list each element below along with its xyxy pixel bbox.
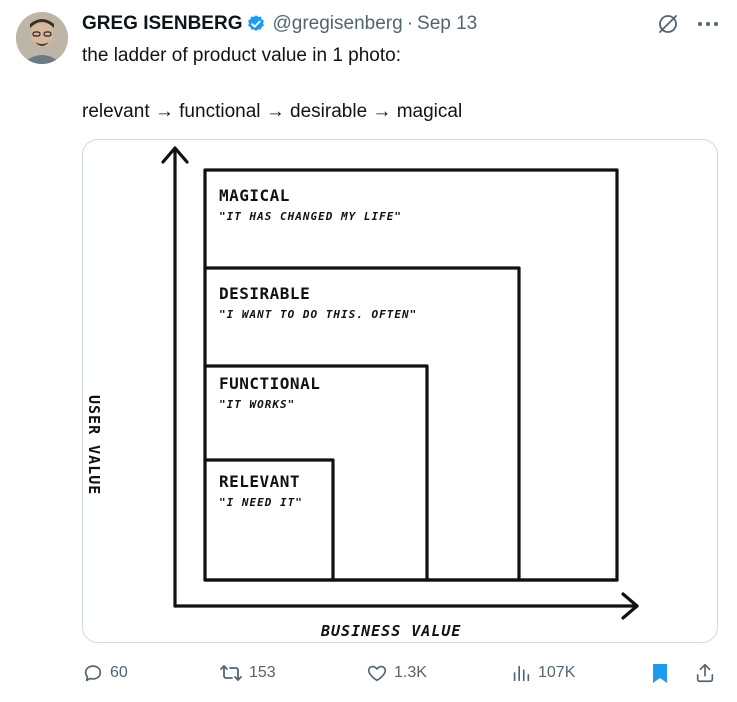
reply-icon: [84, 665, 102, 682]
box-quote-magical: "IT HAS CHANGED MY LIFE": [219, 210, 402, 223]
share-icon: [696, 663, 714, 683]
box-desirable: [203, 266, 521, 582]
box-title-desirable: DESIRABLE: [219, 284, 311, 303]
heart-icon: [367, 665, 387, 682]
like-button[interactable]: 1.3K: [366, 662, 427, 684]
separator-dot: ·: [406, 13, 414, 34]
verified-badge-icon: [246, 14, 266, 34]
tweet-text: the ladder of product value in 1 photo: …: [82, 42, 462, 126]
repost-count: 153: [249, 664, 276, 681]
action-bar: 60 153 1.3K 107K: [82, 662, 721, 690]
tweet-header: GREG ISENBERG @gregisenberg · Sep 13: [82, 12, 721, 36]
repost-icon: [220, 665, 242, 681]
author-name[interactable]: GREG ISENBERG: [82, 13, 243, 34]
views-button[interactable]: 107K: [510, 662, 575, 684]
repost-button[interactable]: 153: [219, 662, 276, 684]
box-title-functional: FUNCTIONAL: [219, 374, 321, 393]
box-functional: [203, 364, 429, 582]
like-count: 1.3K: [394, 664, 427, 681]
tweet-text-line: the ladder of product value in 1 photo:: [82, 45, 402, 66]
views-count: 107K: [538, 664, 576, 681]
box-title-magical: MAGICAL: [219, 186, 290, 205]
views-icon: [513, 665, 530, 682]
more-options-icon[interactable]: [695, 12, 721, 36]
bookmark-icon: [653, 664, 667, 683]
tweet-image[interactable]: USER VALUE BUSINESS VALUE MAGICAL "IT HA…: [82, 139, 718, 643]
x-axis-label: BUSINESS VALUE: [321, 622, 462, 640]
box-quote-relevant: "I NEED IT": [219, 496, 303, 509]
avatar[interactable]: [16, 12, 68, 64]
author-handle[interactable]: @gregisenberg: [272, 13, 403, 34]
box-relevant: [203, 458, 335, 582]
x-axis-arrow: [621, 592, 639, 620]
box-title-relevant: RELEVANT: [219, 472, 301, 491]
reply-count: 60: [110, 664, 128, 681]
header-actions: [655, 12, 721, 36]
reply-button[interactable]: 60: [82, 662, 128, 684]
ladder-drawing: [161, 146, 639, 620]
tweet-text-line: relevant → functional → desirable → magi…: [82, 101, 463, 122]
avatar-photo: [16, 12, 68, 64]
y-axis-label: USER VALUE: [85, 395, 103, 496]
box-quote-functional: "IT WORKS": [219, 398, 296, 411]
y-axis-arrow: [161, 146, 189, 164]
bookmark-button[interactable]: [650, 662, 670, 684]
share-button[interactable]: [694, 662, 716, 684]
grok-icon[interactable]: [655, 12, 681, 36]
box-quote-desirable: "I WANT TO DO THIS. OFTEN": [219, 308, 418, 321]
tweet-date[interactable]: Sep 13: [417, 13, 478, 34]
